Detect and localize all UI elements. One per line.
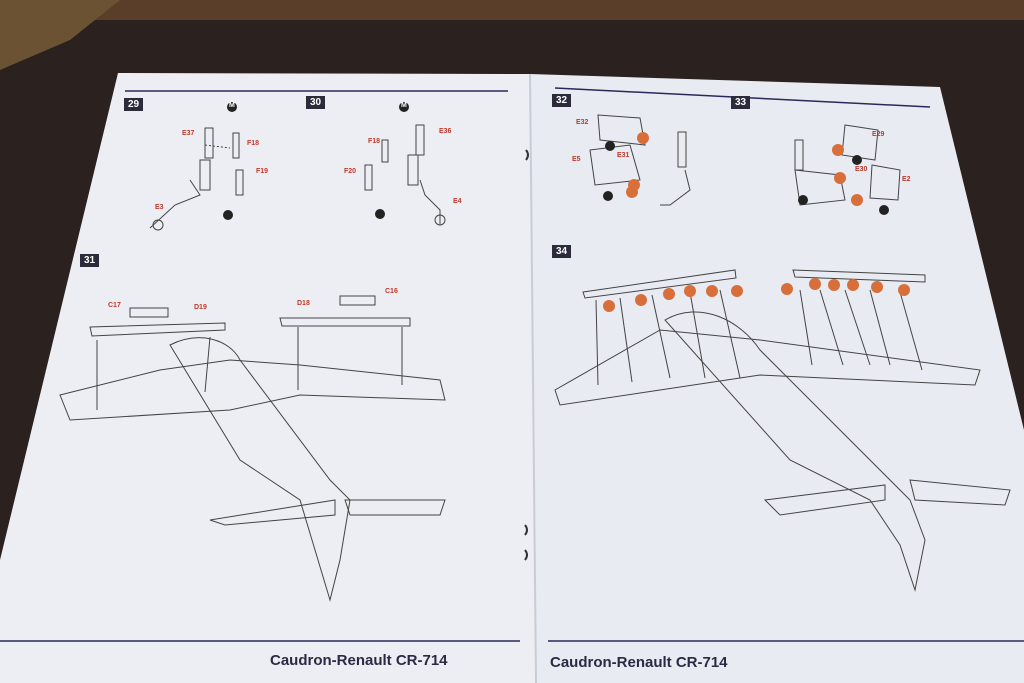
part-label: E32 bbox=[576, 119, 589, 126]
part-label: E30 bbox=[855, 166, 868, 173]
part-label: F18 bbox=[368, 138, 381, 145]
step-31-label: 31 bbox=[80, 254, 100, 267]
step31-drawing bbox=[59, 295, 446, 602]
part-label: E5 bbox=[572, 156, 581, 163]
step-29-label: 29 bbox=[124, 98, 144, 111]
part-label: E3 bbox=[155, 204, 164, 211]
footer-title-right: Caudron-Renault CR-714 bbox=[550, 654, 728, 671]
part-label: E2 bbox=[902, 176, 911, 183]
part-label: F20 bbox=[344, 168, 357, 175]
part-label: C17 bbox=[108, 302, 121, 309]
part-label: C16 bbox=[385, 288, 398, 295]
part-label: D19 bbox=[194, 304, 207, 311]
marker-m: M bbox=[229, 102, 235, 109]
part-label: E4 bbox=[453, 198, 462, 205]
step33-drawing bbox=[794, 124, 901, 206]
step-33-label: 33 bbox=[731, 96, 751, 109]
step-34-label: 34 bbox=[552, 245, 572, 258]
part-label: E29 bbox=[872, 131, 885, 138]
marker-m: M bbox=[401, 102, 407, 109]
part-label: E36 bbox=[439, 128, 452, 135]
part-label: D18 bbox=[297, 300, 310, 307]
step32-drawing bbox=[589, 114, 691, 206]
part-label: F19 bbox=[256, 168, 269, 175]
step29-drawing bbox=[149, 127, 244, 231]
step30-drawing bbox=[364, 124, 446, 226]
step-32-label: 32 bbox=[552, 94, 572, 107]
part-label: F18 bbox=[247, 140, 260, 147]
left-page bbox=[0, 73, 536, 683]
step-30-label: 30 bbox=[306, 96, 326, 109]
part-label: E37 bbox=[182, 130, 195, 137]
part-label: E31 bbox=[617, 152, 630, 159]
step34-drawing bbox=[554, 269, 1011, 592]
footer-title-left: Caudron-Renault CR-714 bbox=[270, 652, 448, 669]
step34-decals bbox=[603, 278, 910, 312]
right-page bbox=[530, 74, 1024, 683]
